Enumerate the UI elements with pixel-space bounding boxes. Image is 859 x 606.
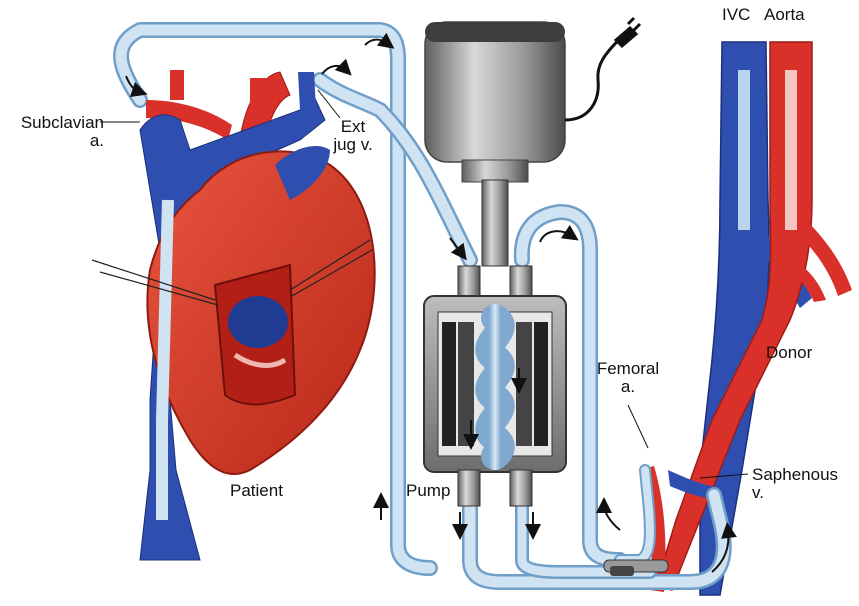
flow-arrow [604, 505, 620, 530]
label-donor: Donor [766, 344, 812, 362]
leader-femoral [628, 405, 648, 448]
label-ext-jug-line2: jug v. [332, 136, 374, 154]
flow-arrow [365, 40, 388, 45]
label-pump: Pump [406, 482, 450, 500]
label-aorta: Aorta [764, 6, 805, 24]
heart-cannula [162, 200, 168, 520]
label-femoral: Femoral a. [594, 360, 662, 396]
power-cord [565, 36, 622, 120]
label-femoral-line2: a. [594, 378, 662, 396]
label-subclavian: Subclavian a. [8, 114, 104, 150]
label-patient: Patient [230, 482, 283, 500]
pump-coil [489, 318, 501, 456]
label-ext-jug: Ext jug v. [332, 118, 374, 154]
pump-shaft [482, 180, 508, 266]
label-saphenous-line1: Saphenous [752, 466, 838, 484]
flow-arrow [322, 66, 346, 74]
flow-arrow [540, 231, 572, 242]
pump-motor-base [462, 160, 528, 182]
label-saphenous-line2: v. [752, 484, 838, 502]
label-subclavian-line2: a. [8, 132, 104, 150]
pump-lower-ports [458, 470, 480, 506]
power-plug-icon [616, 18, 640, 46]
donor-vessels [640, 42, 852, 595]
label-ext-jug-line1: Ext [332, 118, 374, 136]
heart-chamber [228, 296, 288, 348]
label-subclavian-line1: Subclavian [8, 114, 104, 132]
pump-motor [425, 22, 565, 162]
ext-jugular-vein [298, 72, 316, 110]
label-saphenous: Saphenous v. [752, 466, 838, 502]
label-ivc: IVC [722, 6, 750, 24]
pump-assembly [424, 18, 640, 506]
label-femoral-line1: Femoral [594, 360, 662, 378]
